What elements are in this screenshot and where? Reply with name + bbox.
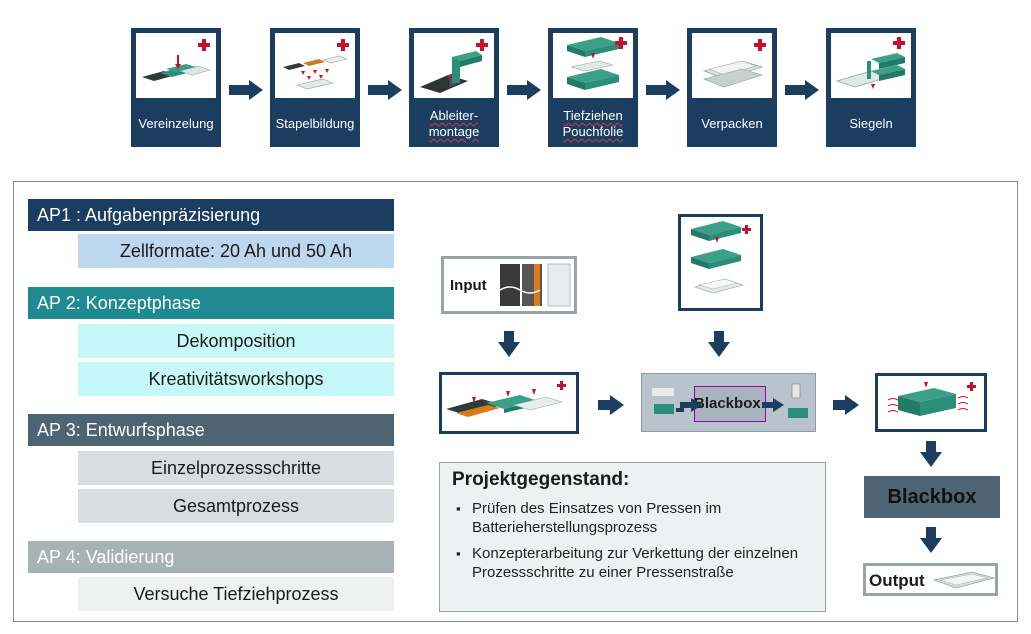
blackbox-inner-label: Blackbox [694, 395, 761, 412]
process-step-label: Vereinzelung [138, 116, 214, 131]
stacking-box [439, 372, 579, 434]
tiefziehen-illustration [553, 33, 633, 98]
inner-arrow-icon [762, 398, 784, 412]
process-step-label: Verpacken [701, 116, 763, 131]
blackbox-inner [694, 386, 766, 422]
ableitermontage-illustration [414, 33, 494, 98]
flow-arrow-down-icon [920, 441, 942, 467]
flow-arrow-right-icon [598, 395, 624, 415]
press-mini-icon [652, 388, 684, 414]
project-overview-frame [13, 181, 1018, 622]
chain-arrow-icon [507, 80, 541, 100]
chain-arrow-icon [646, 80, 680, 100]
process-step-label: Tiefziehen Pouchfolie [562, 108, 624, 139]
process-step-label: Ableiter- montage [428, 108, 480, 139]
ap2-item: Kreativitätsworkshops [78, 362, 394, 396]
pressed-stack-box [875, 373, 987, 432]
chain-arrow-icon [229, 80, 263, 100]
list-item: Prüfen des Einsatzes von Pressen im Batt… [452, 499, 812, 537]
ap4-item: Versuche Tiefziehprozess [78, 577, 394, 611]
chain-arrow-icon [368, 80, 402, 100]
flow-arrow-down-icon [498, 331, 520, 357]
ap2-item: Dekomposition [78, 324, 394, 358]
press-tooling-icon [691, 221, 751, 294]
stapelbildung-illustration [275, 33, 355, 98]
electrode-sheets-icon [499, 263, 571, 307]
chain-arrow-icon [785, 80, 819, 100]
output-label: Output [869, 571, 925, 590]
process-step-vereinzelung: Vereinzelung [131, 28, 221, 147]
inner-arrow-icon [680, 398, 702, 412]
process-step-stapelbildung: Stapelbildung [270, 28, 360, 147]
project-subject-list: Prüfen des Einsatzes von Pressen im Batt… [452, 499, 812, 589]
output-box: Output [863, 563, 998, 596]
ap4-header: AP 4: Validierung [28, 541, 394, 573]
flow-arrow-down-icon [708, 331, 730, 357]
press-tooling-box [678, 214, 763, 311]
ap3-item: Gesamtprozess [78, 489, 394, 523]
project-subject-title: Projektgegenstand: [452, 469, 630, 490]
blackbox-process-box: Blackbox [641, 373, 816, 432]
process-step-siegeln: Siegeln [826, 28, 916, 147]
pouch-cell-icon [932, 571, 996, 589]
vereinzelung-illustration [136, 33, 216, 98]
ap1-item: Zellformate: 20 Ah und 50 Ah [78, 234, 394, 268]
flow-arrow-down-icon [920, 527, 942, 553]
process-step-ableitermontage: Ableiter- montage [409, 28, 499, 147]
process-step-verpacken: Verpacken [687, 28, 777, 147]
ap3-header: AP 3: Entwurfsphase [28, 414, 394, 446]
input-box: Input [441, 256, 577, 314]
flow-arrow-right-icon [833, 395, 859, 415]
verpacken-illustration [692, 33, 772, 98]
blackbox-box: Blackbox [864, 476, 1000, 518]
siegeln-illustration [831, 33, 911, 98]
ap1-header: AP1 : Aufgabenpräzisierung [28, 199, 394, 231]
project-subject-panel: Projektgegenstand: Prüfen des Einsatzes … [439, 462, 826, 612]
process-step-tiefziehen: Tiefziehen Pouchfolie [548, 28, 638, 147]
list-item: Konzepterarbeitung zur Verkettung der ei… [452, 544, 812, 582]
input-label: Input [450, 277, 487, 294]
stacking-illustration [446, 381, 566, 417]
blackbox-label: Blackbox [887, 485, 977, 508]
ap2-header: AP 2: Konzeptphase [28, 287, 394, 319]
process-step-label: Stapelbildung [275, 116, 355, 131]
ap3-item: Einzelprozessschritte [78, 451, 394, 485]
pressed-stack-illustration [887, 382, 976, 416]
process-step-label: Siegeln [849, 116, 893, 131]
stack-mini-icon [788, 383, 808, 418]
